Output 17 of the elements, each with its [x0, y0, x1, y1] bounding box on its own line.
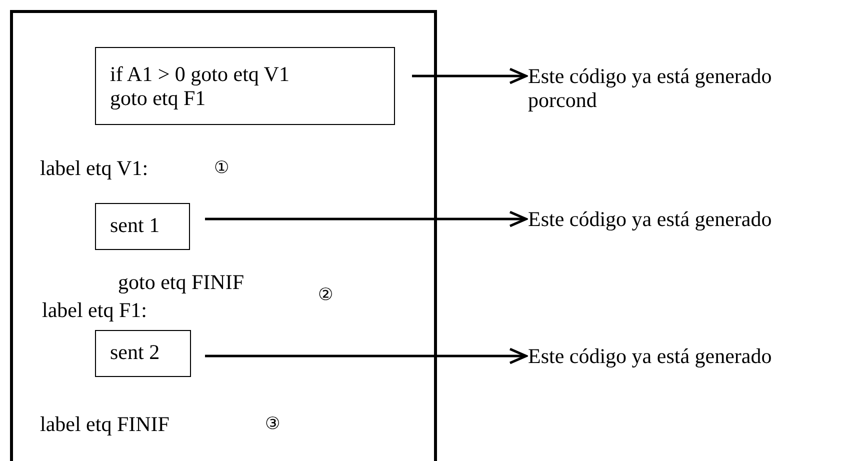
code-line: label etq F1: [42, 298, 147, 322]
callout-number: ① [214, 157, 229, 179]
note-text: Este código ya está generado [528, 344, 818, 368]
code-line: label etq V1: [40, 156, 148, 180]
code-line: goto etq FINIF [118, 270, 244, 294]
code-line: label etq FINIF [40, 412, 170, 436]
note-text: Este código ya está generado porcond [528, 64, 818, 112]
callout-number: ③ [265, 413, 280, 435]
callout-number: ② [318, 284, 333, 306]
arrow [412, 68, 528, 84]
arrow [205, 348, 528, 364]
code-box: if A1 > 0 goto etq V1 goto etq F1 [95, 47, 395, 125]
arrow [205, 210, 528, 228]
code-box: sent 2 [95, 330, 191, 377]
code-box: sent 1 [95, 203, 190, 250]
note-text: Este código ya está generado [528, 207, 818, 231]
code-frame [10, 10, 437, 461]
